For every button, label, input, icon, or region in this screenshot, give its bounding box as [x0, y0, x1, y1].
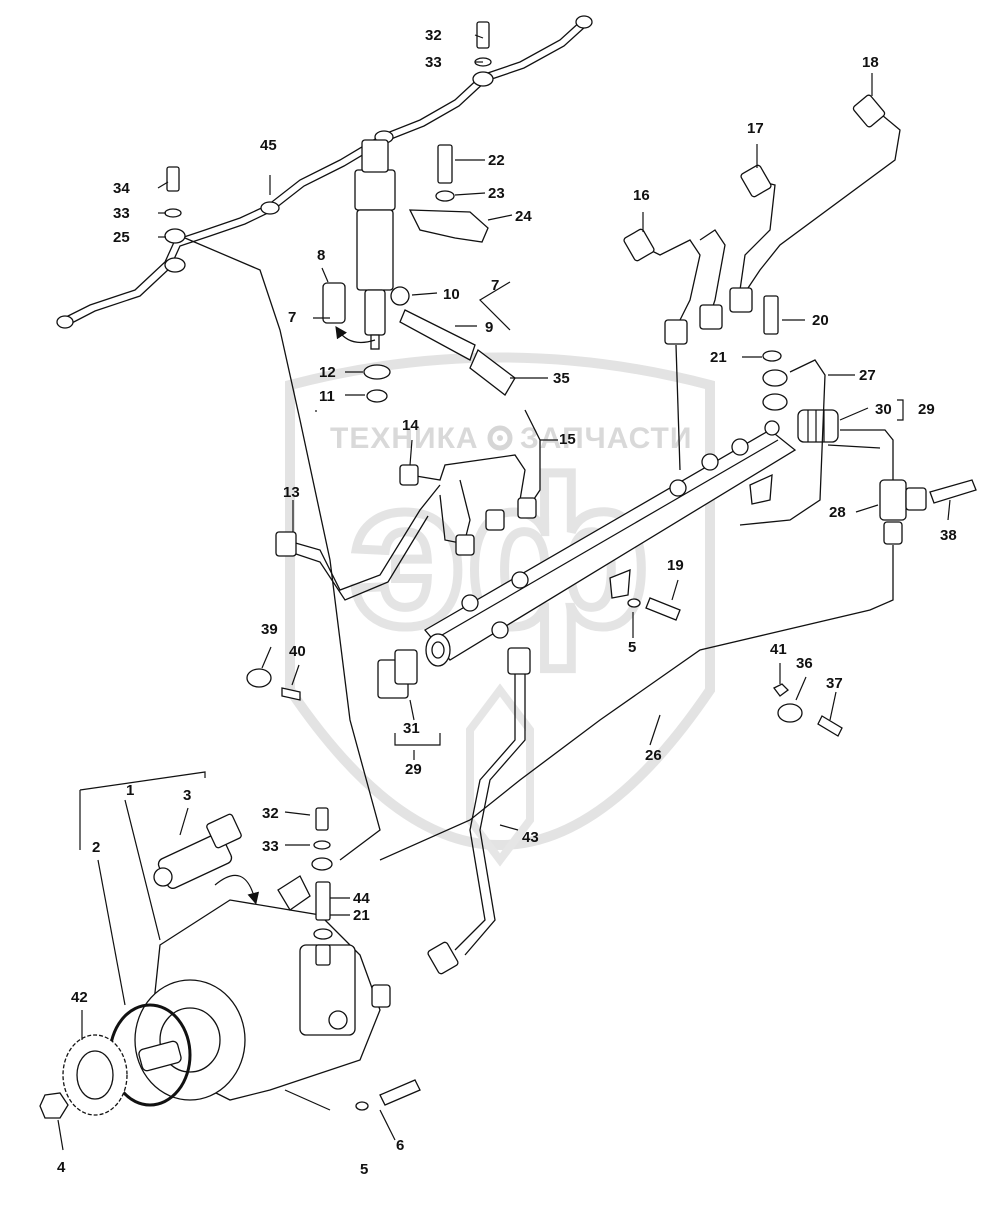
callout-40: 40: [289, 643, 306, 660]
injection-line-13: [275, 484, 441, 601]
gear-nut: [39, 1092, 69, 1119]
injection-lines-right: [623, 94, 901, 471]
callout-31: 31: [403, 720, 420, 737]
fuel-injector: [354, 139, 410, 350]
connector-tube: [399, 309, 516, 396]
callout-34: 34: [113, 180, 130, 197]
callout-38: 38: [940, 527, 957, 544]
watermark-text-left: ТЕХНИКА: [330, 422, 479, 455]
sleeve: [322, 282, 346, 324]
callout-1: 1: [126, 782, 134, 799]
rail-pressure-sensor: [377, 649, 418, 699]
callout-3: 3: [183, 787, 191, 804]
callout-24: 24: [515, 208, 532, 225]
common-rail: [424, 420, 797, 667]
callout-25: 25: [113, 229, 130, 246]
hose-nipple: [929, 479, 977, 504]
callout-41: 41: [770, 641, 787, 658]
leader-lines: [57, 34, 951, 1151]
callout-39: 39: [261, 621, 278, 638]
callout-labels: 1 2 3 4 5 5 6 7 7 8 9 10 11 12 13 14 15 …: [57, 27, 957, 1178]
high-pressure-pump: [134, 899, 391, 1101]
callout-13: 13: [283, 484, 300, 501]
injection-lines-center: [399, 409, 541, 556]
callout-12: 12: [319, 364, 336, 381]
callout-2: 2: [92, 839, 100, 856]
fuel-return-line: [56, 15, 593, 861]
rail-bolt: [627, 597, 681, 621]
callout-17: 17: [747, 120, 764, 137]
tee-fitting: [879, 479, 927, 545]
gear-icon: [487, 425, 513, 451]
seal-rings: [363, 364, 391, 403]
callout-42: 42: [71, 989, 88, 1006]
callout-22: 22: [488, 152, 505, 169]
callout-33-top: 33: [425, 54, 442, 71]
callout-35: 35: [553, 370, 570, 387]
pump-fittings: [277, 807, 333, 966]
callout-37: 37: [826, 675, 843, 692]
callout-20: 20: [812, 312, 829, 329]
callout-8: 8: [317, 247, 325, 264]
clip-left: [246, 668, 301, 701]
callout-33-pump: 33: [262, 838, 279, 855]
callout-21-rail: 21: [710, 349, 727, 366]
callout-7-left: 7: [288, 309, 296, 326]
callout-9: 9: [485, 319, 493, 336]
callout-32-top: 32: [425, 27, 442, 44]
callout-10: 10: [443, 286, 460, 303]
callout-29-rail: 29: [918, 401, 935, 418]
watermark-text-right: ЗАПЧАСТИ: [520, 422, 692, 455]
callout-32-pump: 32: [262, 805, 279, 822]
banjo-bolt-top: [474, 21, 492, 67]
callout-36: 36: [796, 655, 813, 672]
metering-valve: [153, 813, 242, 889]
injector-clamp: [408, 209, 489, 243]
callout-44: 44: [353, 890, 370, 907]
callout-21-pump: 21: [353, 907, 370, 924]
callout-7-right: 7: [491, 277, 499, 294]
callout-14: 14: [402, 417, 419, 434]
callout-5-rail: 5: [628, 639, 636, 656]
pump-gear: [62, 1034, 128, 1116]
callout-29-sensor: 29: [405, 761, 422, 778]
high-pressure-line: [427, 647, 531, 975]
callout-23: 23: [488, 185, 505, 202]
clamp-bolt: [435, 144, 455, 202]
callout-6: 6: [396, 1137, 404, 1154]
callout-19: 19: [667, 557, 684, 574]
callout-26: 26: [645, 747, 662, 764]
callout-5-pump: 5: [360, 1161, 368, 1178]
callout-33-left: 33: [113, 205, 130, 222]
callout-30: 30: [875, 401, 892, 418]
callout-43: 43: [522, 829, 539, 846]
callout-15: 15: [559, 431, 576, 448]
callout-27: 27: [859, 367, 876, 384]
callout-16: 16: [633, 187, 650, 204]
return-line-26: [379, 429, 894, 861]
rail-fittings: [739, 295, 826, 526]
clip-right: [773, 683, 843, 737]
callout-4: 4: [57, 1159, 66, 1176]
callout-45: 45: [260, 137, 277, 154]
banjo-bolt-left: [164, 166, 182, 218]
callout-18: 18: [862, 54, 879, 71]
callout-11: 11: [319, 388, 335, 405]
pump-bolt: [355, 1079, 421, 1111]
pressure-relief-valve: [797, 409, 839, 443]
callout-28: 28: [829, 504, 846, 521]
